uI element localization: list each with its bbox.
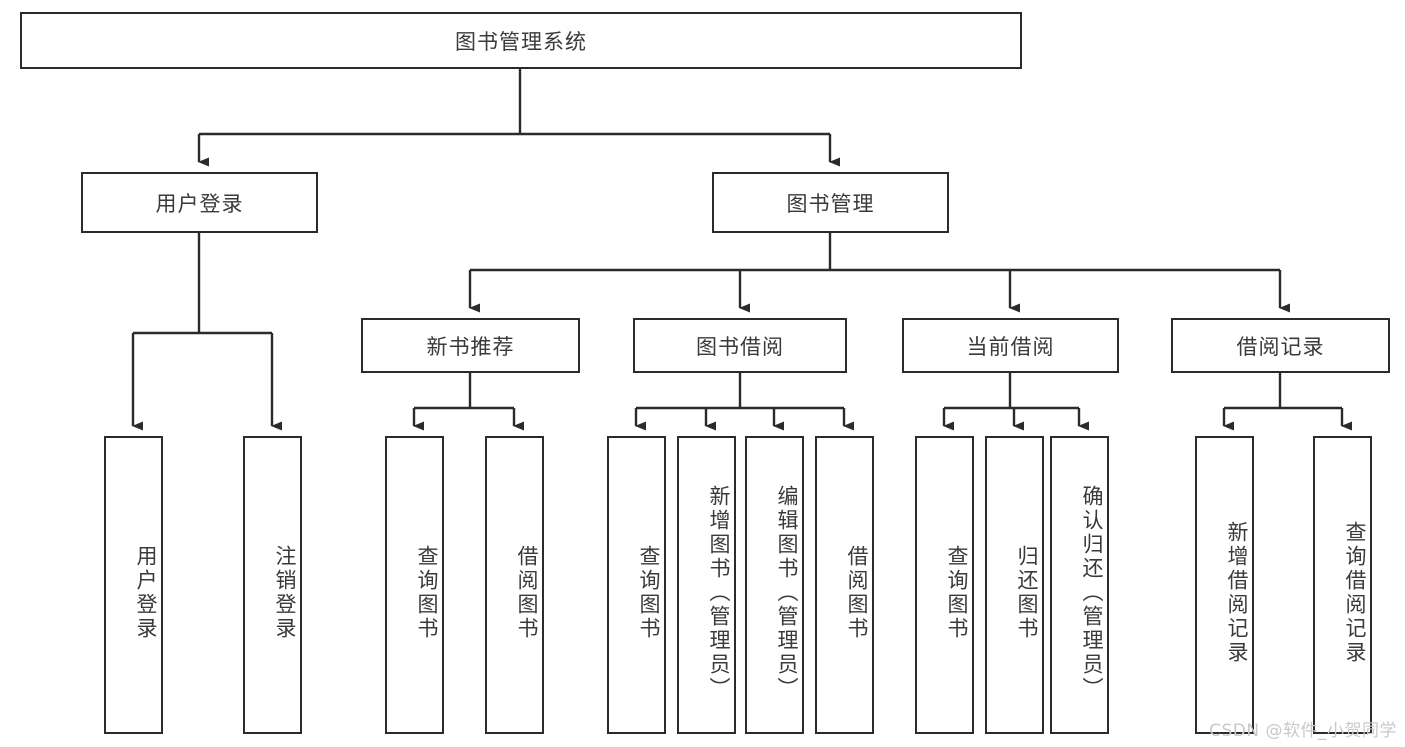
leaf-add-book-admin[interactable]: 新增图书（管理员） bbox=[677, 436, 736, 734]
leaf-add-borrow-record[interactable]: 新增借阅记录 bbox=[1195, 436, 1254, 734]
leaf-logout[interactable]: 注销登录 bbox=[243, 436, 302, 734]
leaf-query-book-recommend[interactable]: 查询图书 bbox=[385, 436, 444, 734]
node-new-book-recommend[interactable]: 新书推荐 bbox=[361, 318, 580, 373]
node-current-borrow[interactable]: 当前借阅 bbox=[902, 318, 1119, 373]
leaf-borrow-book[interactable]: 借阅图书 bbox=[815, 436, 874, 734]
leaf-query-book-current[interactable]: 查询图书 bbox=[915, 436, 974, 734]
leaf-user-login[interactable]: 用户登录 bbox=[104, 436, 163, 734]
node-user-login[interactable]: 用户登录 bbox=[81, 172, 318, 233]
leaf-return-book[interactable]: 归还图书 bbox=[985, 436, 1044, 734]
leaf-query-book-borrow[interactable]: 查询图书 bbox=[607, 436, 666, 734]
leaf-confirm-return-admin[interactable]: 确认归还（管理员） bbox=[1050, 436, 1109, 734]
leaf-query-borrow-record[interactable]: 查询借阅记录 bbox=[1313, 436, 1372, 734]
node-root-book-management-system[interactable]: 图书管理系统 bbox=[20, 12, 1022, 69]
leaf-borrow-book-recommend[interactable]: 借阅图书 bbox=[485, 436, 544, 734]
node-book-management[interactable]: 图书管理 bbox=[712, 172, 949, 233]
node-book-borrow[interactable]: 图书借阅 bbox=[633, 318, 847, 373]
node-borrow-record[interactable]: 借阅记录 bbox=[1171, 318, 1390, 373]
leaf-edit-book-admin[interactable]: 编辑图书（管理员） bbox=[745, 436, 804, 734]
